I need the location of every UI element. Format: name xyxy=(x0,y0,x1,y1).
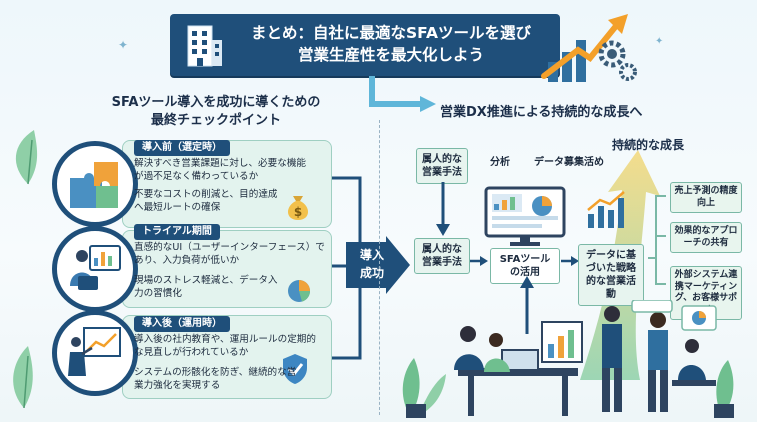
flow-right-arrow xyxy=(561,256,579,266)
success-arrow: 導入 成功 xyxy=(346,236,410,294)
flow-up-arrow xyxy=(520,276,534,334)
growth-label: 持続的な成長 xyxy=(612,138,685,152)
bar-chart-icon xyxy=(587,191,625,228)
title-banner: まとめ：自社に最適なSFAツールを選び 営業生産性を最大化しよう xyxy=(170,14,560,76)
right-section-title: 営業DX推進による持続的な成長へ xyxy=(440,105,643,120)
flow-right-arrow xyxy=(470,256,488,266)
puzzle-icon xyxy=(70,162,118,208)
stage-circle-trial xyxy=(52,226,138,312)
rising-arrow-gear-icon xyxy=(541,14,637,82)
sparkle-icon: ✦ xyxy=(655,36,664,47)
building-icon xyxy=(187,25,222,67)
banner-title-line1: まとめ：自社に最適なSFAツールを選び xyxy=(251,24,531,42)
flow-zokujin-top: 属人的な営業手法 xyxy=(416,148,468,184)
banner-connector-arrow xyxy=(369,76,436,112)
flow-zokujin-mid: 属人的な営業手法 xyxy=(414,238,470,274)
left-section-title: SFAツール導入を成功に導くための 最終チェックポイント xyxy=(86,94,346,130)
section-divider xyxy=(379,120,380,415)
shield-check-icon xyxy=(283,354,307,384)
result-approach: 効果的なアプローチの共有 xyxy=(670,222,742,253)
people-meeting-illustration xyxy=(402,300,734,418)
flow-down-arrow xyxy=(436,182,450,236)
stage-before-point-1: 解決すべき営業課題に対し、必要な機能が過不足なく備わっているか xyxy=(134,158,307,182)
stage-trial-point-1: 直感的なUI（ユーザーインターフェース）であり、入力負荷が低いか xyxy=(134,242,325,266)
stage-before-point-2: 不要なコストの削減と、目的達成へ最短ルートの確保 xyxy=(134,189,278,213)
success-label-line1: 導入 xyxy=(359,248,384,262)
teacher-board-icon xyxy=(68,327,121,376)
flow-bunseki: 分析 xyxy=(490,157,510,168)
stage-trial-point-2: 現場のストレス軽減と、データ入力の習慣化 xyxy=(134,275,278,299)
left-title-line2: 最終チェックポイント xyxy=(150,113,281,128)
flow-data-shuyaku: データ募集活め xyxy=(534,157,604,168)
flow-strategy: データに基づいた戦略的な営業活動 xyxy=(578,244,644,306)
presenter-icon xyxy=(70,245,121,290)
left-title-line1: SFAツール導入を成功に導くための xyxy=(111,95,321,110)
success-label-line2: 成功 xyxy=(359,266,384,280)
monitor-dashboard-icon xyxy=(484,186,566,246)
pie-chart-icon xyxy=(288,280,310,302)
banner-title-line2: 営業生産性を最大化しよう xyxy=(297,46,484,64)
svg-text:$: $ xyxy=(294,205,302,219)
result-forecast: 売上予測の精度向上 xyxy=(670,182,742,213)
stage-label-after: 導入後（運用時） xyxy=(134,316,230,332)
leaf-icon xyxy=(15,130,38,185)
stage-after-point-1: 導入後の社内教育や、運用ルールの定期的な見直しが行われているか xyxy=(134,334,316,358)
stage-after-point-2: システムの形骸化を防ぎ、継続的な営業力強化を実現する xyxy=(134,367,297,391)
banner-title: まとめ：自社に最適なSFAツールを選び 営業生産性を最大化しよう xyxy=(232,22,550,66)
results-bracket xyxy=(648,195,666,285)
stage-label-before: 導入前（選定時） xyxy=(134,140,230,156)
leaf-icon xyxy=(13,346,33,409)
sparkle-icon: ✦ xyxy=(118,38,129,52)
money-bag-icon: $ xyxy=(287,196,309,220)
stage-label-trial: トライアル期間 xyxy=(134,224,220,240)
